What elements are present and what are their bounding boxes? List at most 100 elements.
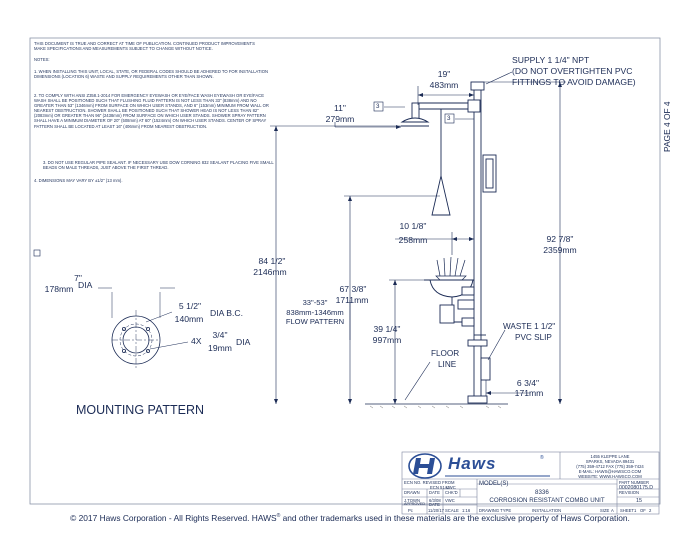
notes-title: NOTES: [34,57,50,62]
size-value: A [611,507,614,513]
scale-label: SCALE [445,507,459,513]
description: CORROSION RESISTANT COMBO UNIT [489,497,605,504]
drawing-type-value: INSTALLATION [532,507,562,513]
scale-value: 1:16 [462,507,471,513]
dim-84-in: 84 1/2" [258,256,286,266]
mount-holes-in: 3/4" [212,330,228,340]
address-line-1: 1455 KLEPPE LANE [590,454,630,459]
sheet-border [29,37,661,505]
approved-value: Pc [408,507,413,513]
haws-logo-text: Haws [448,454,497,473]
sheet-value: 1 [634,507,637,513]
dim-11-mm: 279mm [325,114,355,124]
dim-92-in: 92 7/8" [546,234,574,244]
dim-67-in: 67 3/8" [339,284,367,294]
part-number-label: PART NUMBER [619,480,650,485]
dim-6-mm: 171mm [514,388,544,398]
mount-holes-label: DIA [236,337,251,347]
combo-unit [400,81,497,404]
revision-value: 15 [636,497,642,504]
waste-label: WASTE 1 1/2" [503,322,556,331]
waste-note: PVC SLIP [515,333,552,342]
flow-pattern-label: FLOW PATTERN [285,317,345,326]
header-note-line-2: MAKE SPECIFICATIONS AND MEASUREMENTS SUB… [34,46,213,51]
mount-bc-in: 5 1/2" [178,301,202,311]
flow-range-in: 33"-53" [302,298,328,307]
dim-11-in: 11" [334,103,346,113]
revision-label: REVISION [619,489,640,495]
callout-3-shower: 3 [376,102,380,110]
note-3: 3. DO NOT USE REGULAR PIPE SEALANT. IF N… [43,160,274,171]
dim-6-in: 6 3/4" [516,378,540,388]
dim-19-in: 19" [437,69,451,79]
callout-boxes [33,101,455,257]
date2-value: 11/20/17 [428,507,444,513]
size-label: SIZE [600,507,610,513]
mount-bc-label: DIA B.C. [210,308,243,318]
mounting-pattern-title: MOUNTING PATTERN [76,403,205,417]
callout-3-pipe: 3 [447,114,451,122]
note-1: 1. WHEN INSTALLING THIS UNIT, LOCAL, STA… [34,69,269,80]
address-website: WEBSITE: WWW.HAWSCO.COM [578,474,642,479]
dim-39-in: 39 1/4" [373,324,401,334]
mount-holes-mm: 19mm [208,343,232,353]
dim-10-in: 10 1/8" [399,221,427,231]
date-value: 6/3/08 [429,497,441,503]
dim-19-mm: 483mm [429,80,459,90]
dim-39-mm: 997mm [372,335,402,345]
haws-logo-mark: ® [540,455,544,461]
dimension-arrows [274,82,562,404]
flow-range-mm: 838mm-1346mm [286,308,344,317]
model-label: MODEL(S) [479,480,509,487]
supply-note-1: (DO NOT OVERTIGHTEN PVC [512,66,633,76]
dimension-lines [270,81,566,404]
header-note-line-1: THIS DOCUMENT IS TRUE AND CORRECT AT TIM… [34,41,255,46]
dim-84-mm: 2146mm [253,267,287,277]
mounting-pattern-drawing [98,287,189,370]
checked-value: VWC [445,497,455,503]
ecn-by: VWC [446,484,456,490]
note-4: 4. DIMENSIONS MAY VARY BY ±1/2" (13 mm). [34,178,123,183]
floor-label: FLOOR [431,349,460,358]
floor-hatch [369,405,502,409]
mount-dia-label: DIA [78,280,93,290]
copyright-notice: © 2017 Haws Corporation - All Rights Res… [0,513,700,523]
floor-label-2: LINE [438,360,457,369]
drawn-label: DRAWN [404,490,420,495]
address-phone: (775) 359-4712 FAX (775) 359-7424 [576,464,644,469]
copyright-pre: © 2017 Haws Corporation - All Rights Res… [70,513,277,523]
address-email: E-MAIL: HAWS@HAWSCO.COM [578,469,642,474]
title-block-frame [401,451,660,515]
mount-holes-count: 4X [191,336,202,346]
dim-67-mm: 1711mm [335,295,369,305]
haws-logo-icon [408,453,550,479]
model-number: 8336 [535,489,549,496]
approved-label: APPROVED [404,502,426,506]
mount-dia-mm: 178mm [44,284,74,294]
of-value: 2 [649,507,652,513]
dim-92-mm: 2359mm [543,245,577,255]
drawn-value: J.TOWN [404,497,420,503]
copyright-post: and other trademarks used in these mater… [280,513,630,523]
supply-label: SUPPLY 1 1/4" NPT [512,55,590,65]
revisions-label: ECN NO. REVISED FROM [404,480,455,485]
note-2: 2. TO COMPLY WITH ANSI Z358.1-2014 FOR E… [34,93,269,129]
supply-note-2: FITTINGS TO AVOID DAMAGE) [512,77,636,87]
of-label: OF [640,507,646,513]
leader-lines [384,71,513,401]
checked-label: CHK'D [445,490,458,495]
sheet-label: SHEET [620,507,634,513]
date-label: DATE [429,490,440,495]
mount-dia-in: 7" [74,273,82,283]
mount-bc-mm: 140mm [174,314,204,324]
drawing-type-label: DRAWING TYPE [479,507,512,513]
address-line-2: SPARKS, NEVADA 89431 [585,459,635,464]
part-number: 0002080175.D [619,484,654,491]
dim-10-mm: 258mm [398,235,428,245]
ecn-number: ECN 5141 [430,484,450,490]
date2-label: DATE [429,502,440,507]
copyright-mark: ® [276,513,281,520]
page-label: PAGE 4 OF 4 [662,101,672,152]
